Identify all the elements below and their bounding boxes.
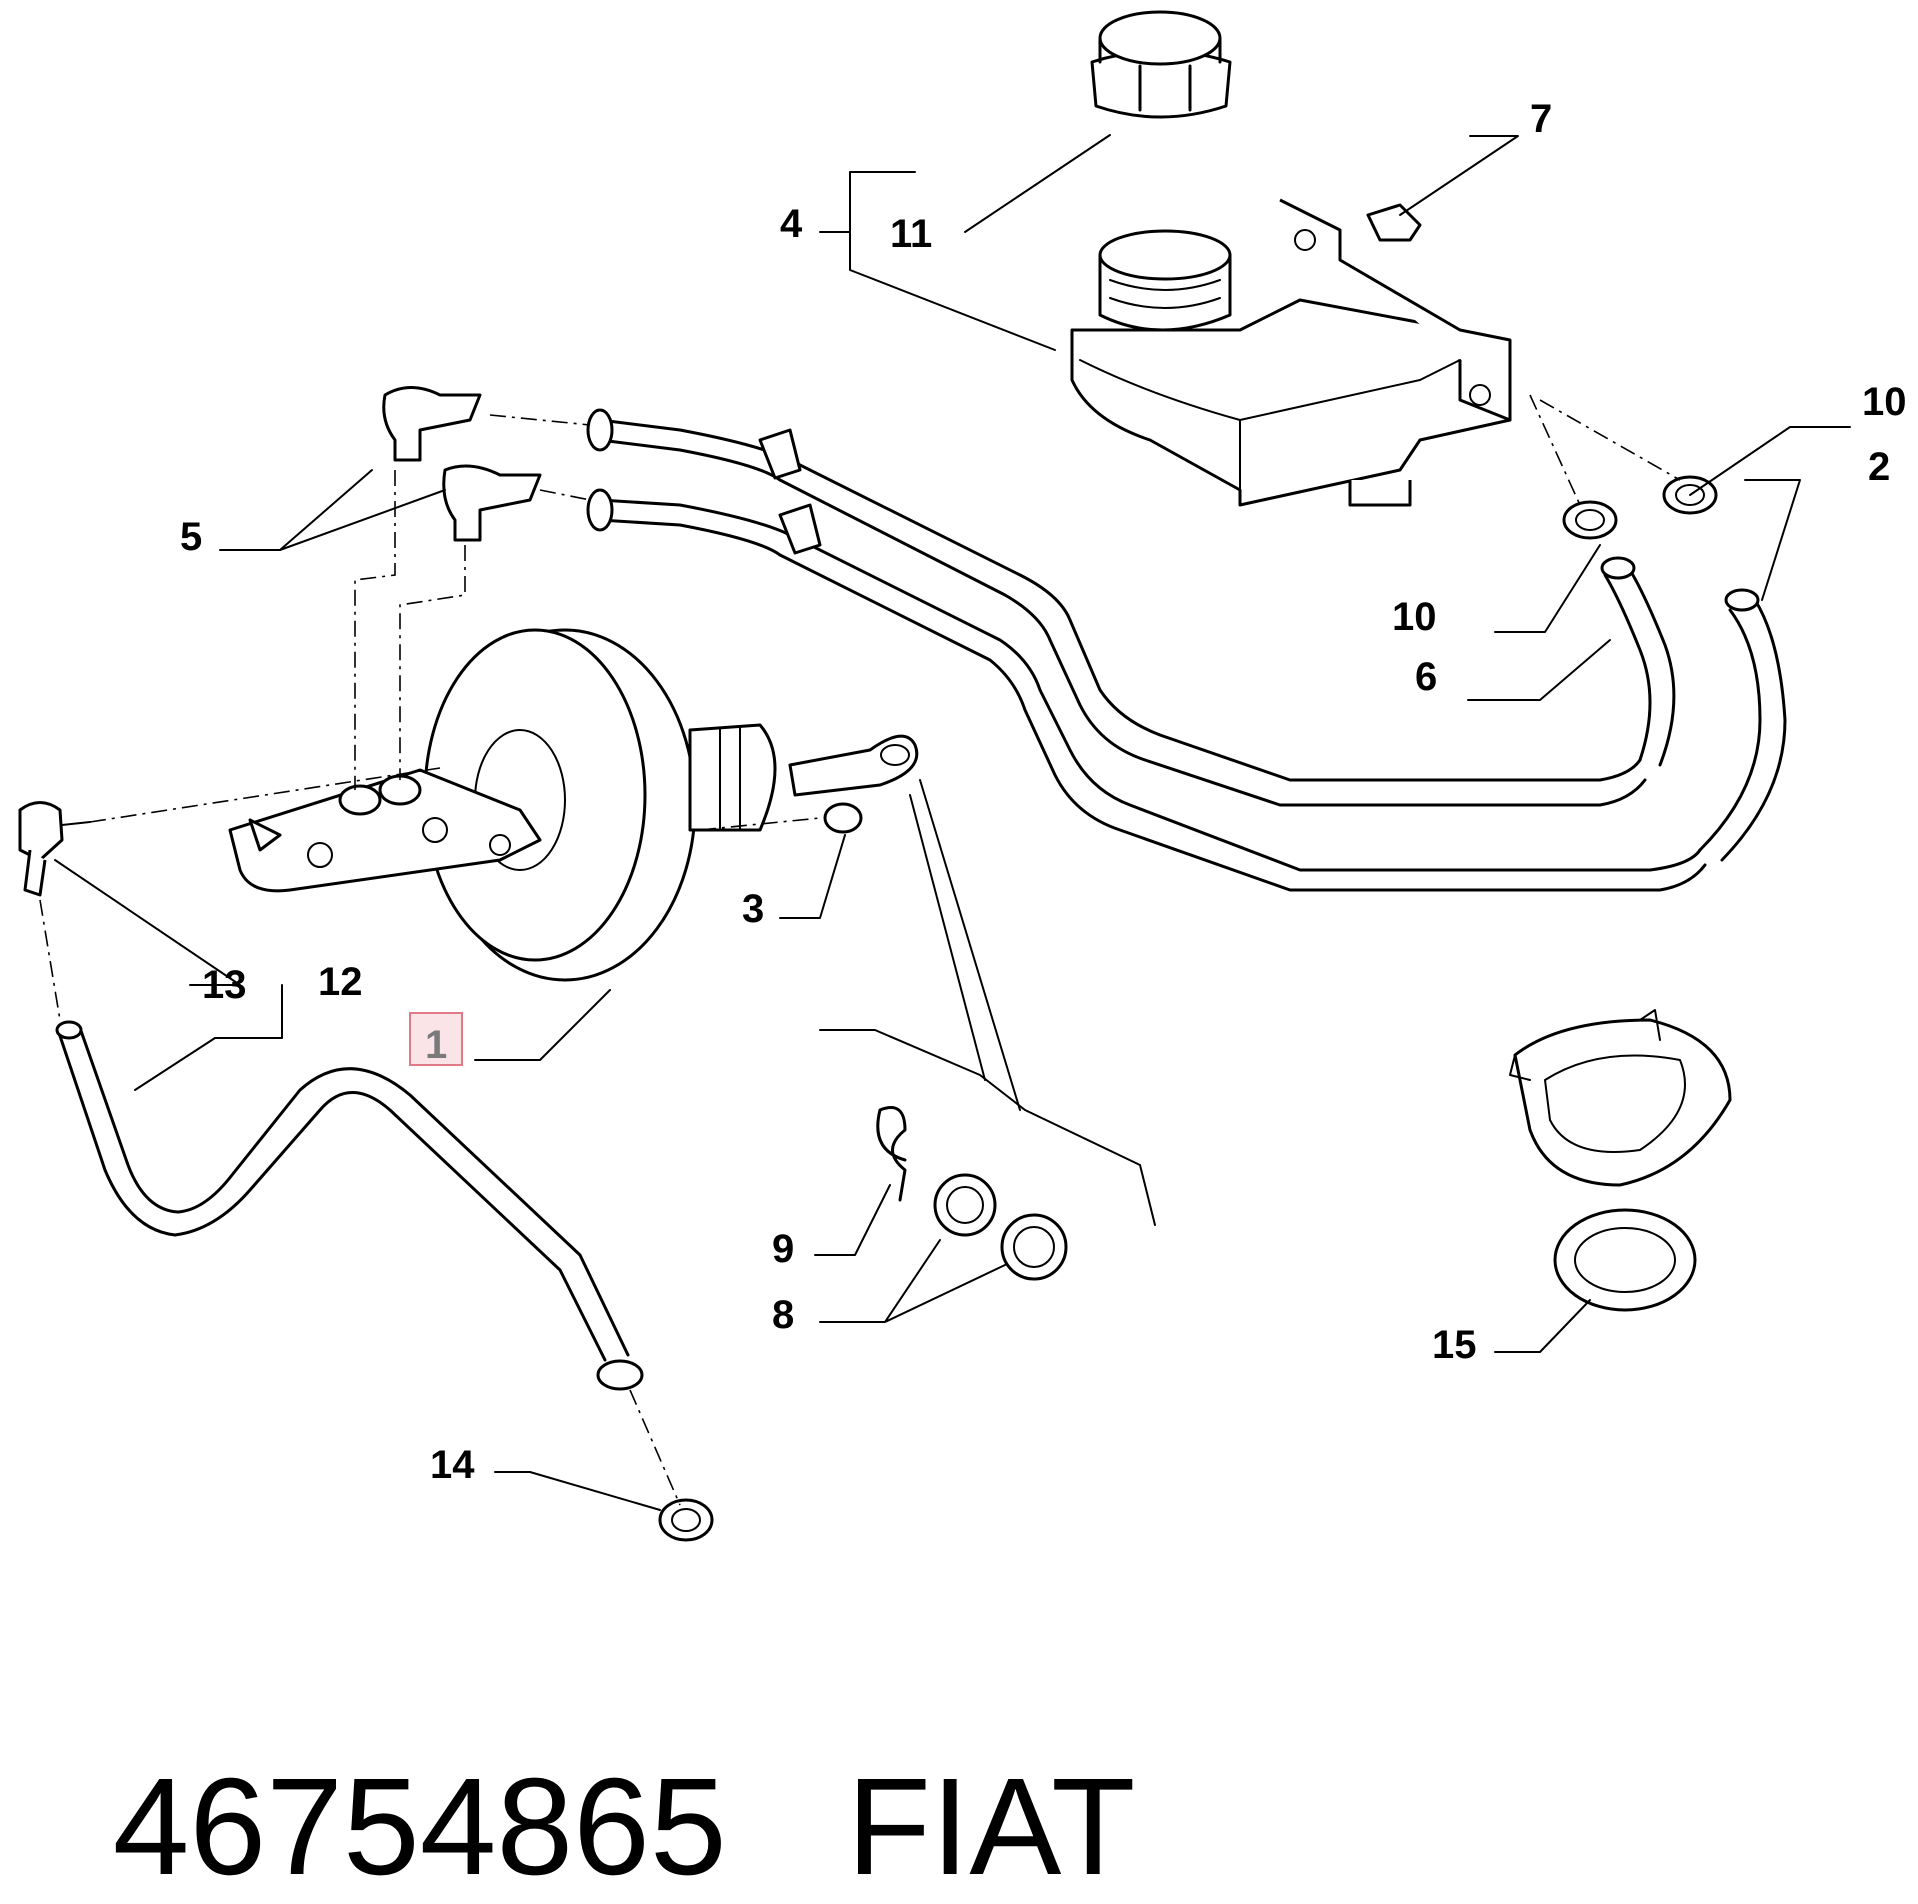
exploded-parts-diagram: 1 2 3 4 5 6 7 8 9 10 10 11 12 13 14 15 xyxy=(18,10,1907,1542)
callout-9: 9 xyxy=(772,1227,794,1271)
callout-15: 15 xyxy=(1432,1323,1477,1367)
brake-fluid-reservoir xyxy=(1070,198,1512,507)
callout-5: 5 xyxy=(180,515,202,559)
part-number: 46754865 xyxy=(112,1750,727,1904)
callout-1: 1 xyxy=(425,1023,447,1067)
callout-11: 11 xyxy=(890,212,932,256)
callout-4: 4 xyxy=(780,202,803,246)
leader-lines xyxy=(54,134,1851,1511)
callout-labels: 1 2 3 4 5 6 7 8 9 10 10 11 12 13 14 15 xyxy=(180,97,1907,1487)
callout-14: 14 xyxy=(430,1443,475,1487)
hose-clamp xyxy=(1509,1009,1732,1312)
hose-clips xyxy=(658,203,1718,1542)
callout-10-right: 10 xyxy=(1862,380,1907,424)
master-cylinder xyxy=(228,768,542,893)
vacuum-hose xyxy=(55,1020,644,1391)
callout-2: 2 xyxy=(1868,445,1890,489)
callout-3: 3 xyxy=(742,887,764,931)
callout-7: 7 xyxy=(1530,97,1552,141)
reservoir-cap xyxy=(1090,10,1232,119)
brake-booster xyxy=(423,628,919,982)
callout-13: 13 xyxy=(202,963,247,1007)
callout-12: 12 xyxy=(318,960,363,1004)
vacuum-connector xyxy=(18,801,91,897)
callout-8: 8 xyxy=(772,1293,794,1337)
part-footer: 46754865 FIAT xyxy=(36,1620,1136,1904)
highlight-box xyxy=(409,1012,463,1066)
brand-name: FIAT xyxy=(846,1750,1136,1904)
brake-lines xyxy=(586,408,1787,892)
elbow-connectors xyxy=(382,386,542,542)
alignment-lines xyxy=(39,394,1681,1506)
callout-10-lower: 10 xyxy=(1392,595,1437,639)
callout-6: 6 xyxy=(1415,655,1437,699)
